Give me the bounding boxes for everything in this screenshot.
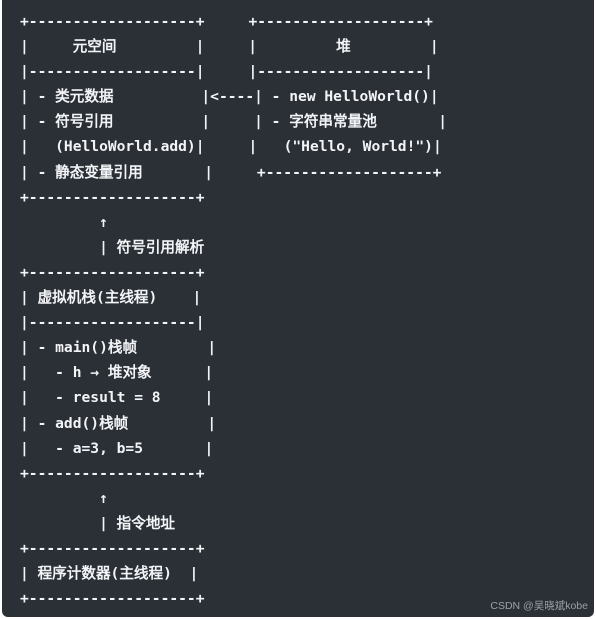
diagram-line: +-------------------+ — [20, 263, 205, 281]
diagram-line: ↑ — [20, 213, 108, 231]
diagram-line: +-------------------+ — [20, 590, 205, 608]
diagram-line: ↑ — [20, 489, 108, 507]
watermark: CSDN @吴晓斌kobe — [490, 600, 588, 612]
diagram-line: | (HelloWorld.add)| | ("Hello, World!")| — [20, 138, 442, 156]
diagram-line: +-------------------+ — [20, 188, 205, 206]
diagram-line: | - 静态变量引用 | +-------------------+ — [20, 163, 442, 181]
diagram-line: | 程序计数器(主线程) | — [20, 565, 199, 583]
diagram-line: | 指令地址 — [20, 514, 176, 532]
diagram-line: | - add()栈帧 | — [20, 414, 217, 432]
diagram-line: | - h → 堆对象 | — [20, 364, 214, 382]
diagram-line: |-------------------| — [20, 314, 205, 332]
diagram-line: | - a=3, b=5 | — [20, 439, 214, 457]
diagram-line: +-------------------+ — [20, 464, 205, 482]
diagram-line: |-------------------| |-----------------… — [20, 63, 433, 81]
diagram-line: | - result = 8 | — [20, 389, 214, 407]
diagram-line: | - 类元数据 |<----| - new HelloWorld()| — [20, 88, 439, 106]
diagram-line: | - main()栈帧 | — [20, 339, 217, 357]
diagram-line: +-------------------+ — [20, 539, 205, 557]
diagram-line: +-------------------+ +-----------------… — [20, 13, 433, 30]
diagram-line: | 虚拟机栈(主线程) | — [20, 289, 202, 307]
ascii-memory-diagram: +-------------------+ +-----------------… — [20, 9, 447, 611]
diagram-line: | - 符号引用 | | - 字符串常量池 | — [20, 113, 448, 131]
diagram-line: | 符号引用解析 — [20, 238, 205, 256]
diagram-line: | 元空间 | | 堆 | — [20, 38, 439, 56]
